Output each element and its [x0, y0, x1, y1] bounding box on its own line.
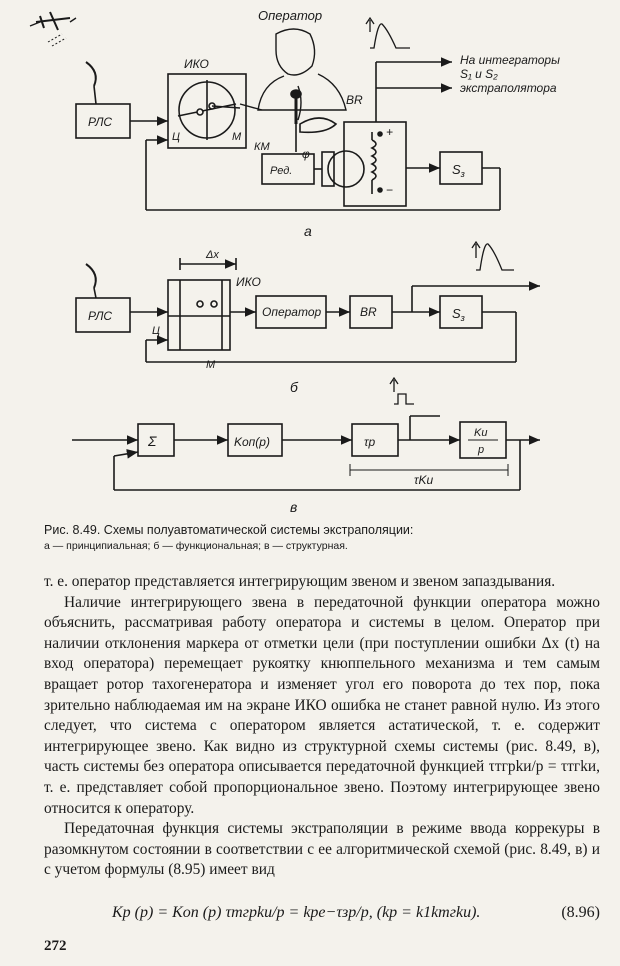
caption-sub: а — принципиальная; б — функциональная; … [44, 540, 348, 552]
airplane-icon [29, 11, 77, 47]
paragraph-3: Передаточная функция системы экстраполяц… [44, 820, 600, 879]
caption-main: Рис. 8.49. Схемы полуавтоматической сист… [44, 523, 414, 537]
sum-label-c: Σ [147, 433, 157, 449]
iko-m-label-b: М [206, 359, 216, 371]
kop-label-c: Kоп(p) [234, 435, 270, 449]
formula-expression: Kр (p) = Kоп (p) τтгpkи/p = kрe−τзp/p, (… [112, 904, 481, 921]
s3-label-b: Sз [452, 306, 465, 323]
paragraph-1: т. е. оператор представляется интегрирую… [44, 573, 556, 590]
figure-8-49: РЛС ИКО Ц М Оператор BR КМ φ Ред. [29, 8, 560, 515]
ki-den-label-c: p [477, 444, 484, 456]
panel-label-b: б [290, 379, 299, 395]
tau-label-c: τp [364, 435, 375, 449]
figure-caption: Рис. 8.49. Схемы полуавтоматической сист… [44, 522, 584, 554]
iko-block-a [167, 73, 247, 149]
rls-label-b: РЛС [88, 309, 112, 323]
tauk-label-c: τKи [414, 473, 433, 487]
rls-label-a: РЛС [88, 115, 112, 129]
plus-label-a: + [386, 125, 393, 139]
output-text-1: На интеграторы [460, 53, 560, 67]
panel-c: Σ Kоп(p) τp Kи p τKи в [72, 376, 540, 515]
pulse-icon-c [389, 376, 414, 405]
panel-label-a: а [304, 223, 312, 239]
pulse-icon-b [471, 240, 514, 271]
output-text-3: экстраполятора [460, 81, 557, 95]
iko-c-label-a: Ц [172, 131, 180, 143]
s3-block-a [439, 151, 483, 185]
operator-figure-icon [211, 28, 347, 121]
paragraph-2: Наличие интегрирующего звена в передаточ… [44, 593, 600, 817]
operator-label-a: Оператор [258, 8, 322, 23]
br-label-b: BR [360, 305, 377, 319]
panel-b: РЛС Δx ИКО Ц М Оператор BR Sз б [75, 240, 540, 395]
pulse-icon-a [365, 16, 410, 49]
iko-c-label-b: Ц [152, 325, 160, 337]
operator-label-b: Оператор [262, 305, 321, 319]
body-text: т. е. оператор представляется интегрирую… [44, 572, 600, 881]
output-text-2: S₁ и S₂ [460, 67, 498, 81]
ki-num-label-c: Kи [474, 427, 487, 439]
antenna-icon-b [85, 263, 97, 289]
s3-block-b [439, 295, 483, 329]
antenna-icon [85, 61, 97, 87]
iko-block-b [167, 279, 231, 351]
iko-label-a: ИКО [184, 57, 209, 71]
km-label-a: КМ [254, 141, 270, 153]
winding-block-a [343, 121, 407, 207]
panel-a: РЛС ИКО Ц М Оператор BR КМ φ Ред. [29, 8, 560, 239]
iko-label-b: ИКО [236, 275, 261, 289]
s3-label-a: Sз [452, 162, 465, 179]
dx-label-b: Δx [205, 249, 219, 261]
tachogenerator-icon [327, 150, 365, 188]
panel-label-c: в [290, 499, 297, 515]
br-label-a: BR [346, 93, 363, 107]
formula-number: (8.96) [561, 904, 600, 921]
page-number: 272 [44, 938, 67, 954]
reducer-label-a: Ред. [270, 165, 292, 177]
iko-m-label-a: М [232, 131, 242, 143]
minus-label-a: − [386, 183, 393, 197]
rls-block-b [75, 297, 131, 333]
